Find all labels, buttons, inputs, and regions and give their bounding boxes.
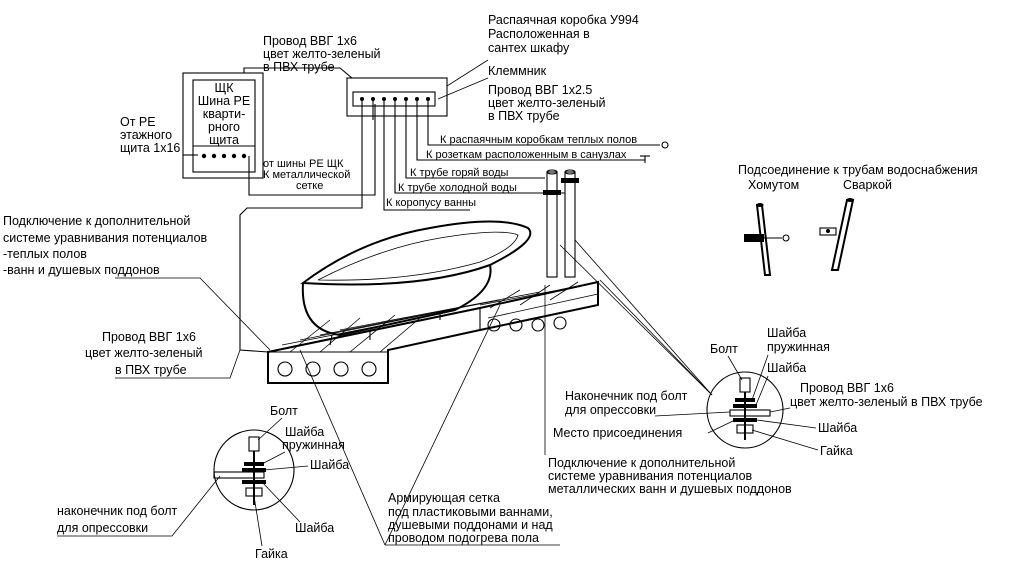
clamp-connection-icon xyxy=(744,202,790,276)
right-washer-2-label: Шайба xyxy=(818,421,857,435)
water-pipes xyxy=(543,169,579,278)
right-nut-label: Гайка xyxy=(820,444,853,458)
junction-box xyxy=(346,77,448,117)
clamp-label: Хомутом xyxy=(748,178,799,192)
right-washer-label: Шайба xyxy=(767,361,806,375)
from-pe-label-2: этажного xyxy=(120,128,172,142)
terminal-label: Клеммник xyxy=(488,64,547,78)
apartment-panel: ЩК Шина PE кварти- рного щита xyxy=(182,72,264,179)
box-label-1: Распаячная коробка У994 xyxy=(488,13,639,27)
wire25-label-3: в ПВХ трубе xyxy=(488,109,560,123)
to-bath-label: К коропусу ванны xyxy=(386,197,476,209)
from-pe-label-3: щита 1х16 xyxy=(120,141,180,155)
metal-bonding-label-3: металлических ванн и душевых поддонов xyxy=(548,482,792,496)
right-connection-detail xyxy=(706,371,784,449)
right-lug-label-2: для опрессовки xyxy=(565,403,656,417)
right-wire-label-1: Провод ВВГ 1х6 xyxy=(800,381,894,395)
place-label: Место присоединения xyxy=(553,426,682,440)
mesh-label-2: под пластиковыми ваннами, xyxy=(388,505,553,519)
left-washer-2-label: Шайба xyxy=(295,521,334,535)
box-label-2: Расположенная в xyxy=(488,27,590,41)
extra-bonding-label-2: системе уравнивания потенциалов xyxy=(3,231,208,245)
bathtub xyxy=(300,220,532,346)
pipes-title: Подсоединение к трубам водоснабжения xyxy=(738,163,978,177)
extra-bonding-label-4: -ванн и душевых поддонов xyxy=(3,263,160,277)
right-spring-washer-label-1: Шайба xyxy=(767,326,806,340)
extra-bonding-label-1: Подключение к дополнительной xyxy=(3,214,190,228)
reinforcing-mesh xyxy=(274,281,599,353)
left-lug-label-2: для опрессовки xyxy=(57,521,148,535)
left-nut-label: Гайка xyxy=(255,547,288,561)
metal-bonding-label-1: Подключение к дополнительной xyxy=(548,456,735,470)
weld-connection-icon xyxy=(819,197,855,271)
to-floor-boxes-label: К распаячным коробкам теплых полов xyxy=(440,134,637,146)
weld-label: Сваркой xyxy=(843,178,892,192)
wire-top-label-1: Провод ВВГ 1х6 xyxy=(263,34,357,48)
panel-label-2: Шина PE xyxy=(198,94,250,108)
left-washer-label: Шайба xyxy=(310,458,349,472)
from-bus-label-1: от шины PE ЩК xyxy=(263,158,344,170)
from-bus-label-3: сетке xyxy=(296,180,323,192)
wire-left-label-3: в ПВХ трубе xyxy=(115,363,187,377)
wire-top-label-3: в ПВХ трубе xyxy=(263,60,335,74)
panel-label-3: кварти- xyxy=(203,107,245,121)
right-lug-label-1: Наконечник под болт xyxy=(565,389,688,403)
pe-bus-terminals xyxy=(201,153,247,159)
wire-left-label-2: цвет желто-зеленый xyxy=(85,346,203,360)
right-bolt-label: Болт xyxy=(710,342,738,356)
box-label-3: сантех шкафу xyxy=(488,41,570,55)
outgoing-wires xyxy=(239,101,669,353)
to-cold-label: К трубе холодной воды xyxy=(398,182,517,194)
wire-left-label-1: Провод ВВГ 1х6 xyxy=(102,330,196,344)
slab-voids xyxy=(277,316,567,377)
wire25-label-2: цвет желто-зеленый xyxy=(488,96,606,110)
floor-slab xyxy=(267,280,599,384)
left-bolt-label: Болт xyxy=(270,404,298,418)
right-wire-label-2: цвет желто-зеленый в ПВХ трубе xyxy=(790,395,983,409)
extra-bonding-label-3: -теплых полов xyxy=(3,247,87,261)
terminal-block xyxy=(360,97,430,101)
left-spring-washer-label-1: Шайба xyxy=(285,425,324,439)
wire25-label-1: Провод ВВГ 1х2.5 xyxy=(488,83,592,97)
left-lug-label-1: наконечник под болт xyxy=(57,504,178,518)
mesh-label-4: проводом подогрева пола xyxy=(388,531,539,545)
from-bus-label-2: К металлической xyxy=(263,169,350,181)
panel-label-5: щита xyxy=(209,133,239,147)
mesh-label-1: Армирующая сетка xyxy=(388,491,500,505)
panel-label-4: рного xyxy=(208,120,240,134)
wire-top-label-2: цвет желто-зеленый xyxy=(263,47,381,61)
panel-label-1: ЩК xyxy=(214,81,234,95)
right-spring-washer-label-2: пружинная xyxy=(767,340,830,354)
to-hot-label: К трубе горяй воды xyxy=(410,167,509,179)
from-pe-label-1: От PE xyxy=(120,115,156,129)
metal-bonding-label-2: системе уравнивания потенциалов xyxy=(548,469,753,483)
left-spring-washer-label-2: пружинная xyxy=(282,438,345,452)
to-sockets-label: К розеткам расположенным в санузлах xyxy=(426,149,627,161)
mesh-label-3: душевыми поддонами и над xyxy=(388,518,553,532)
